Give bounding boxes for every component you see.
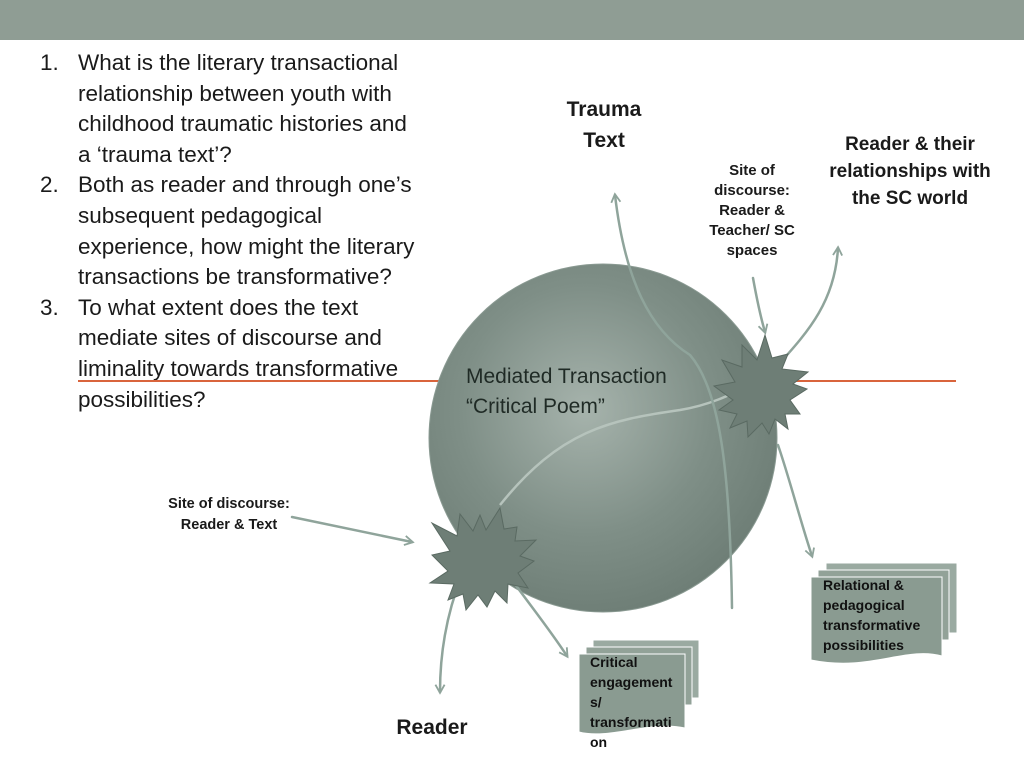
site-reader-teacher-label: Site of discourse: Reader & Teacher/ SC … xyxy=(709,162,795,259)
question-text: Both as reader and through one’s subsequ… xyxy=(78,172,415,290)
question-number: 3. xyxy=(40,294,59,320)
research-question-3: 3. To what extent does the text mediate … xyxy=(40,293,420,415)
arrow-to-trauma-text xyxy=(615,195,734,610)
critical-poem-line: “Critical Poem” xyxy=(466,395,605,418)
question-text: To what extent does the text mediate sit… xyxy=(78,294,399,412)
site-reader-text-label: Site of discourse: Reader & Text xyxy=(168,496,290,533)
question-number: 2. xyxy=(40,172,59,198)
starburst-reader-text xyxy=(428,506,538,612)
research-question-2: 2. Both as reader and through one’s subs… xyxy=(40,170,420,292)
transaction-curve xyxy=(499,383,751,506)
arrow-to-relational xyxy=(776,443,812,556)
research-question-1: 1. What is the literary transactional re… xyxy=(40,48,420,170)
research-question-list: 1. What is the literary transactional re… xyxy=(40,48,420,415)
relational-possibilities-label: Relational & pedagogical transformative … xyxy=(823,577,921,653)
mediated-transaction-label: Mediated Transaction “Critical Poem” xyxy=(466,362,667,422)
critical-engagement-label: Critical engagement s/ transformati on xyxy=(590,654,673,750)
mediated-transaction-circle xyxy=(428,263,778,613)
arrow-to-critical xyxy=(510,578,567,656)
header-bar xyxy=(0,0,1024,40)
reader-sc-world-label: Reader & their relationships with the SC… xyxy=(829,134,991,209)
starburst-reader-teacher xyxy=(712,333,810,439)
arrow-to-reader-sc xyxy=(776,248,838,367)
question-text: What is the literary transactional relat… xyxy=(78,50,407,167)
document-critical xyxy=(578,639,700,735)
question-number: 1. xyxy=(40,50,59,75)
arrow-from-site-text xyxy=(290,515,412,542)
mediated-transaction-line: Mediated Transaction xyxy=(466,365,667,388)
reader-label: Reader xyxy=(396,716,468,739)
arrow-from-site-teacher xyxy=(751,276,765,332)
trauma-text-label: Trauma Text xyxy=(566,98,642,152)
document-relational xyxy=(810,562,958,664)
